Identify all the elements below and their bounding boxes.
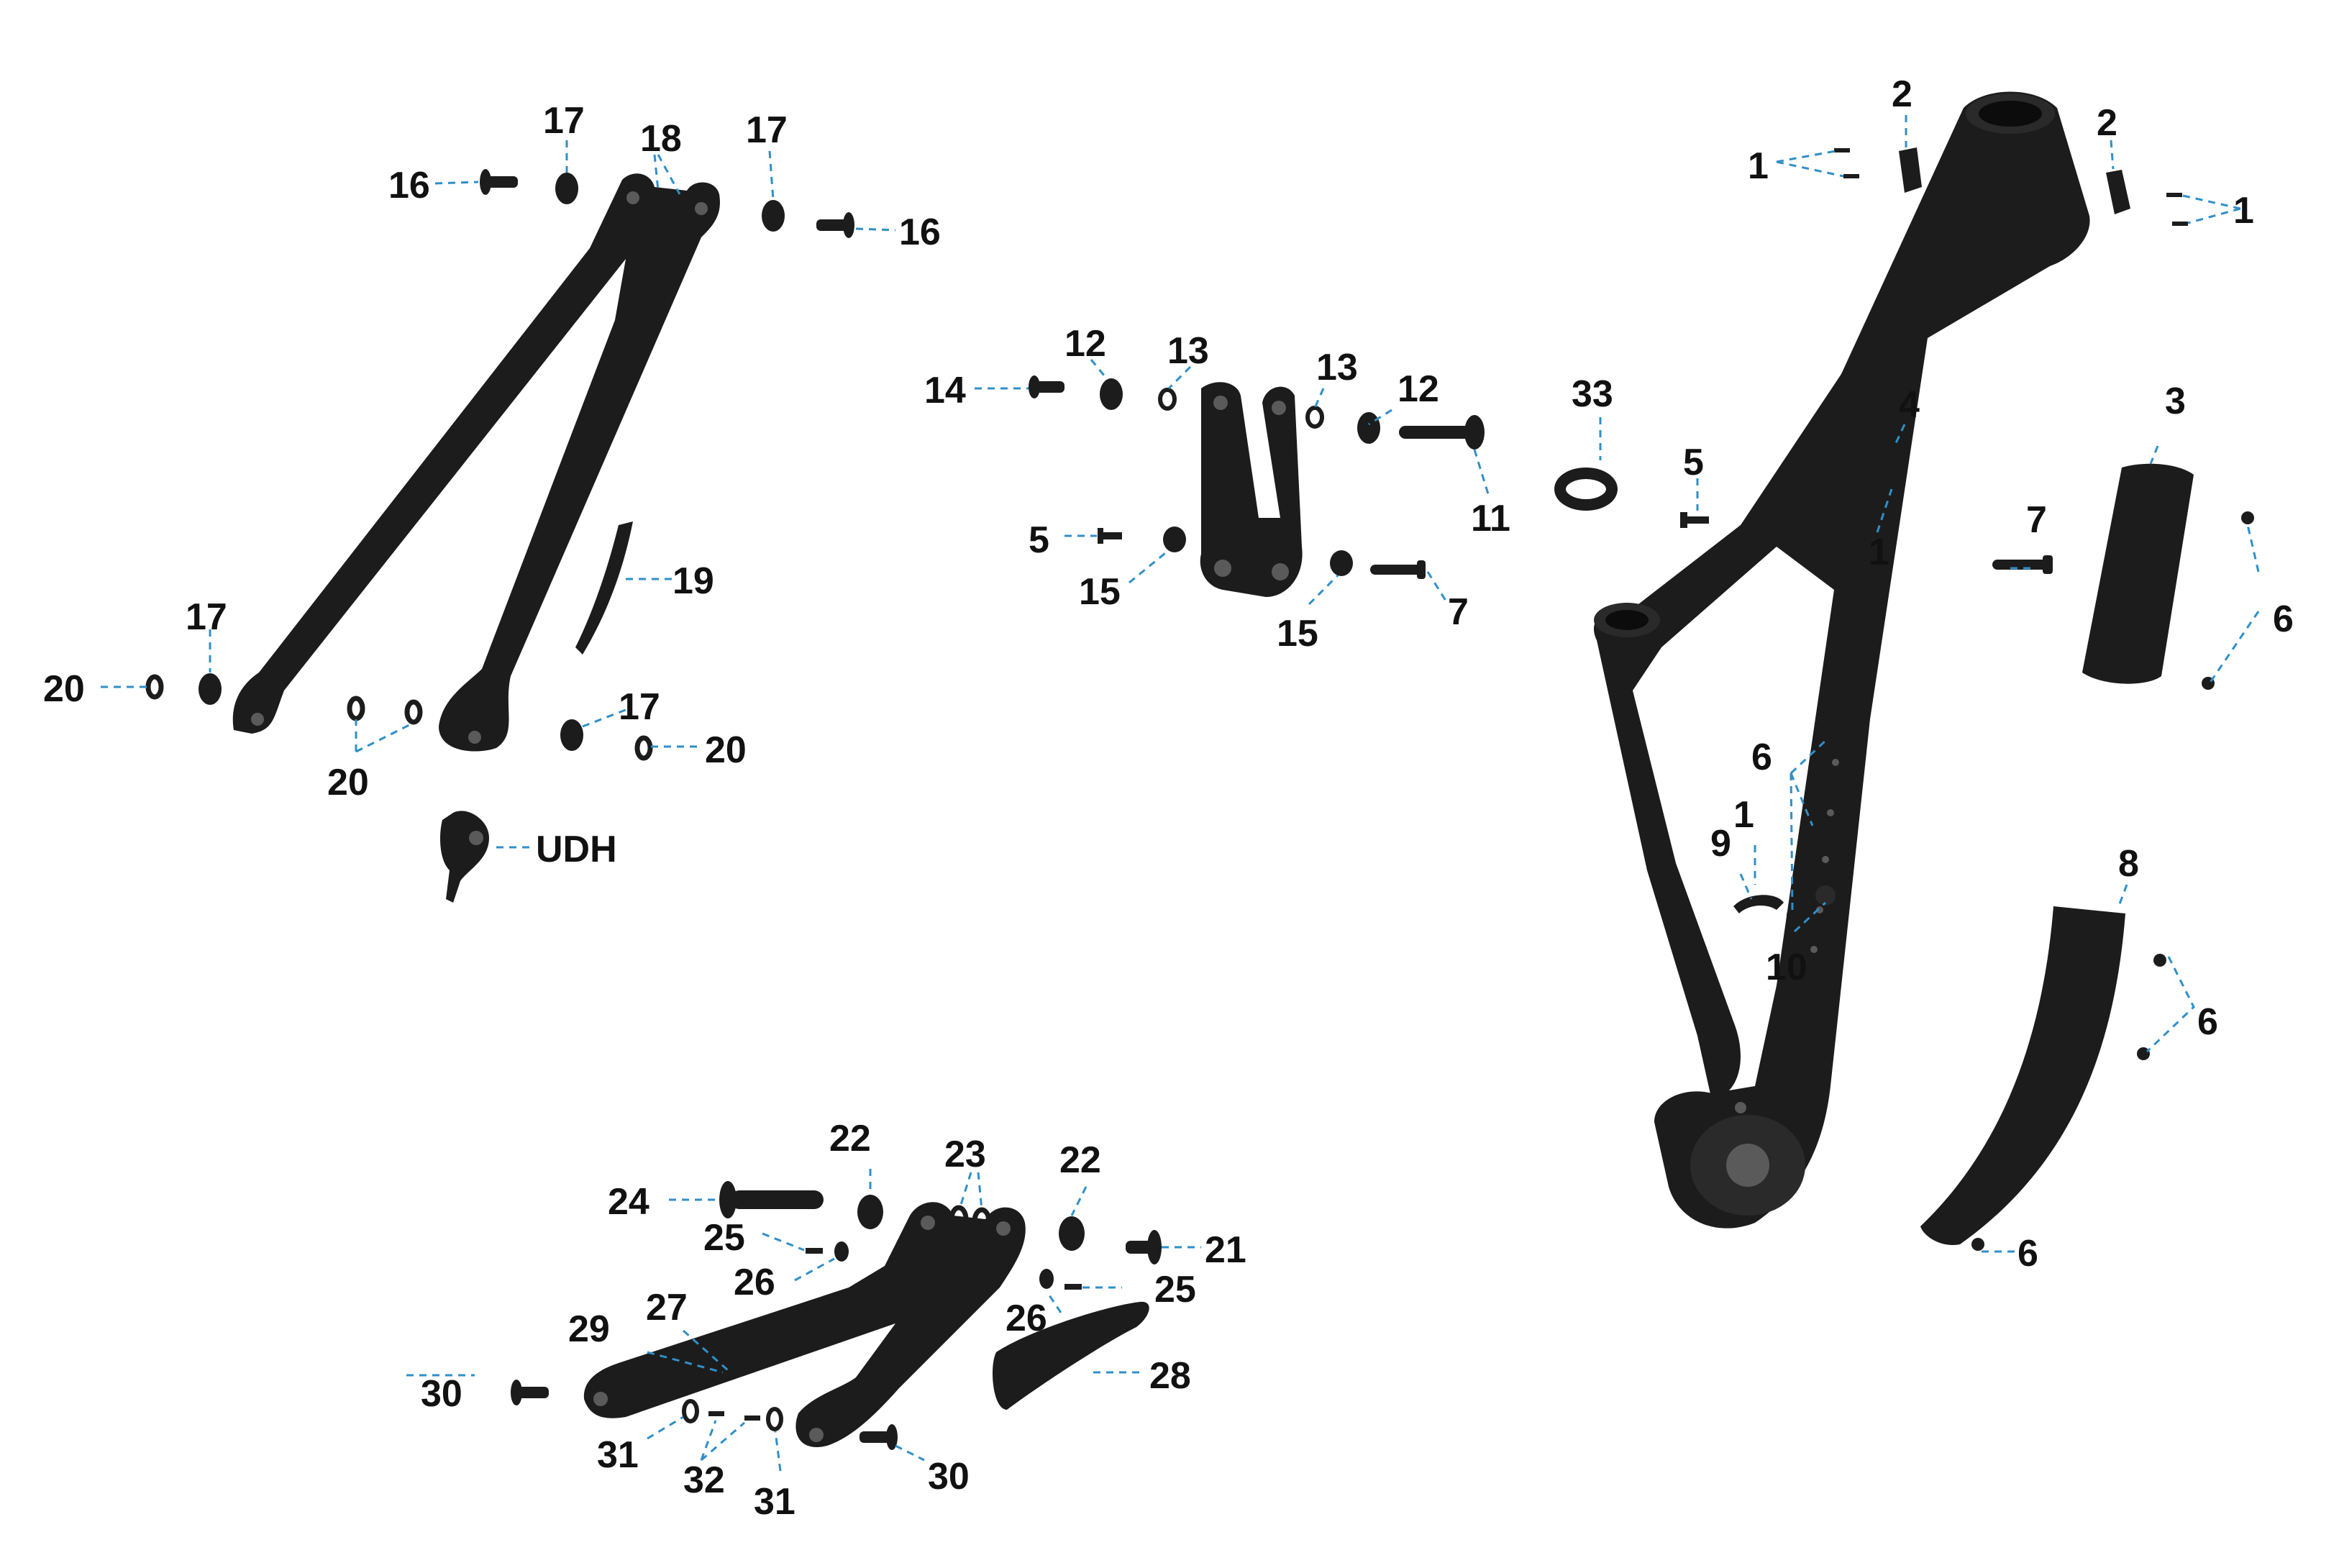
label-33: 33 — [1572, 373, 1613, 415]
label-16b: 16 — [899, 211, 941, 253]
seat-stay-hardware — [145, 169, 854, 903]
label-2a: 2 — [1892, 73, 1912, 115]
label-16a: 16 — [388, 165, 430, 206]
label-31a: 31 — [597, 1434, 639, 1476]
label-22b: 22 — [1059, 1139, 1101, 1181]
label-2b: 2 — [2097, 102, 2117, 144]
label-26a: 26 — [734, 1262, 775, 1303]
label-15a: 15 — [1079, 571, 1121, 613]
label-22a: 22 — [829, 1118, 871, 1159]
label-5b: 5 — [1683, 442, 1704, 483]
label-1c: 1 — [1869, 532, 1889, 573]
label-17b: 17 — [746, 109, 788, 151]
label-18: 18 — [640, 118, 682, 160]
label-20a: 20 — [43, 668, 85, 710]
label-23: 23 — [944, 1134, 986, 1175]
label-6d: 6 — [2017, 1233, 2038, 1275]
leader-lines — [101, 115, 2260, 1472]
label-6c: 6 — [2197, 1001, 2218, 1043]
label-17d: 17 — [619, 686, 660, 728]
label-19: 19 — [672, 560, 714, 602]
label-24: 24 — [608, 1181, 649, 1223]
label-6b: 6 — [1751, 737, 1772, 778]
rocker-hardware — [1029, 375, 1485, 579]
label-13b: 13 — [1316, 347, 1358, 388]
label-31b: 31 — [754, 1481, 795, 1523]
chainstay-guard-8 — [1920, 906, 2125, 1245]
label-20b: 20 — [327, 762, 369, 803]
rocker-link — [1200, 382, 1303, 597]
label-29: 29 — [568, 1308, 610, 1350]
chain-stay-hardware — [511, 1181, 1162, 1450]
downtube-guard-3 — [2082, 463, 2194, 684]
chain-stay — [583, 1202, 1026, 1447]
label-12b: 12 — [1398, 368, 1439, 410]
label-1b: 1 — [2233, 190, 2254, 232]
label-3: 3 — [2165, 380, 2186, 422]
label-5a: 5 — [1029, 519, 1049, 561]
callout-labels: 16 17 18 17 16 17 20 20 17 20 19 UDH 14 … — [43, 73, 2294, 1523]
label-25b: 25 — [1154, 1269, 1196, 1311]
label-7a: 7 — [1448, 591, 1469, 633]
frame-small-parts — [1554, 147, 2254, 1251]
label-1a: 1 — [1748, 145, 1769, 187]
label-8: 8 — [2118, 843, 2139, 885]
label-9: 9 — [1710, 823, 1731, 865]
label-15b: 15 — [1277, 613, 1318, 655]
label-17c: 17 — [186, 596, 227, 638]
label-30b: 30 — [928, 1456, 970, 1498]
label-21: 21 — [1205, 1229, 1246, 1271]
label-27: 27 — [646, 1287, 688, 1328]
main-frame — [1594, 91, 2090, 1229]
seat-stay — [232, 173, 720, 752]
label-28: 28 — [1149, 1355, 1191, 1397]
label-udh: UDH — [536, 829, 617, 870]
label-4: 4 — [1899, 384, 1920, 426]
label-20c: 20 — [705, 729, 747, 771]
label-14: 14 — [924, 370, 966, 411]
label-11: 11 — [1471, 498, 1510, 539]
label-30a: 30 — [421, 1373, 462, 1415]
label-26b: 26 — [1006, 1298, 1047, 1339]
label-17a: 17 — [543, 100, 585, 142]
label-7b: 7 — [2026, 499, 2047, 541]
label-6a: 6 — [2273, 598, 2294, 640]
label-10: 10 — [1766, 947, 1807, 988]
label-1d: 1 — [1733, 794, 1754, 836]
label-25a: 25 — [703, 1217, 745, 1259]
label-32: 32 — [683, 1459, 725, 1501]
label-13a: 13 — [1167, 330, 1209, 372]
label-12a: 12 — [1064, 323, 1106, 365]
